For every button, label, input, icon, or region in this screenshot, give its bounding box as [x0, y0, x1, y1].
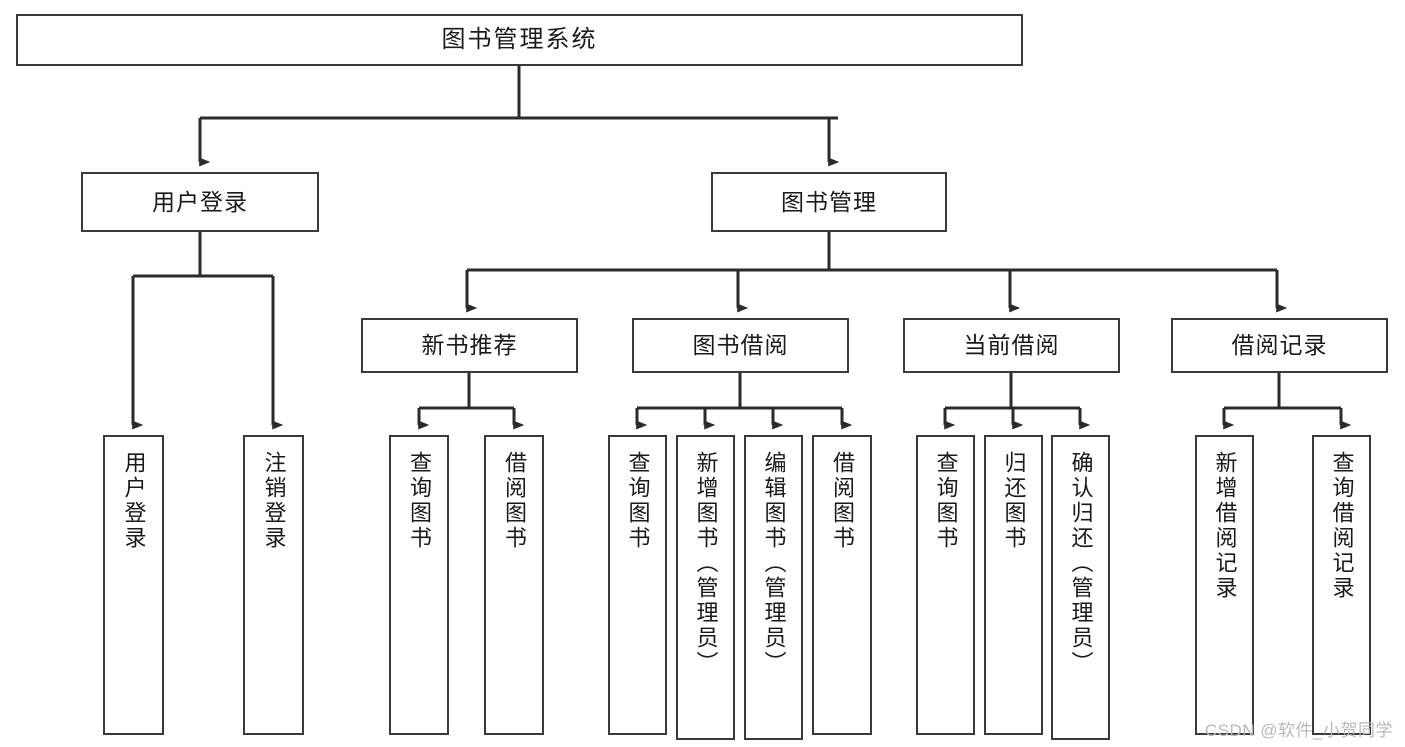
node-label: 编辑图书（管理员） — [761, 451, 787, 676]
node-leaf-borrow-book-2[interactable]: 借阅图书 — [812, 435, 872, 735]
node-leaf-add-record[interactable]: 新增借阅记录 — [1195, 435, 1254, 735]
node-leaf-add-book[interactable]: 新增图书（管理员） — [676, 435, 735, 740]
csdn-watermark: CSDN @软件_小贺同学 — [1204, 721, 1393, 740]
node-label: 用户登录 — [121, 451, 147, 551]
node-leaf-query-book-3[interactable]: 查询图书 — [916, 435, 975, 735]
node-borrow-record[interactable]: 借阅记录 — [1171, 318, 1388, 373]
node-leaf-confirm-return[interactable]: 确认归还（管理员） — [1051, 435, 1110, 740]
node-label: 新增图书（管理员） — [693, 451, 719, 676]
node-book-manage[interactable]: 图书管理 — [711, 172, 947, 232]
node-leaf-return-book[interactable]: 归还图书 — [984, 435, 1043, 735]
node-label: 图书借阅 — [692, 332, 789, 359]
node-label: 借阅图书 — [502, 451, 527, 551]
node-book-borrow[interactable]: 图书借阅 — [632, 318, 849, 373]
node-label: 新增借阅记录 — [1212, 451, 1238, 601]
node-label: 图书管理 — [781, 188, 877, 215]
node-user-login[interactable]: 用户登录 — [81, 172, 319, 232]
node-label: 查询图书 — [933, 451, 959, 551]
node-label: 查询借阅记录 — [1329, 451, 1355, 601]
node-label: 图书管理系统 — [441, 26, 598, 54]
node-leaf-query-book-1[interactable]: 查询图书 — [389, 435, 449, 735]
node-label: 注销登录 — [261, 451, 287, 551]
node-label: 借阅图书 — [830, 451, 855, 551]
node-label: 查询图书 — [407, 451, 432, 551]
node-label: 归还图书 — [1001, 451, 1027, 551]
node-label: 借阅记录 — [1231, 332, 1328, 359]
node-label: 查询图书 — [625, 451, 651, 551]
node-leaf-user-logout[interactable]: 注销登录 — [243, 435, 304, 735]
node-label: 确认归还（管理员） — [1068, 451, 1094, 676]
node-leaf-query-book-2[interactable]: 查询图书 — [608, 435, 667, 735]
node-root-system[interactable]: 图书管理系统 — [16, 14, 1023, 66]
node-new-book-rec[interactable]: 新书推荐 — [361, 318, 578, 373]
node-leaf-query-record[interactable]: 查询借阅记录 — [1312, 435, 1371, 735]
node-leaf-edit-book[interactable]: 编辑图书（管理员） — [744, 435, 803, 740]
node-label: 用户登录 — [152, 188, 248, 215]
node-label: 新书推荐 — [421, 332, 518, 359]
node-label: 当前借阅 — [963, 332, 1060, 359]
node-leaf-borrow-book-1[interactable]: 借阅图书 — [484, 435, 544, 735]
node-leaf-user-login[interactable]: 用户登录 — [103, 435, 164, 735]
node-current-borrow[interactable]: 当前借阅 — [903, 318, 1120, 373]
